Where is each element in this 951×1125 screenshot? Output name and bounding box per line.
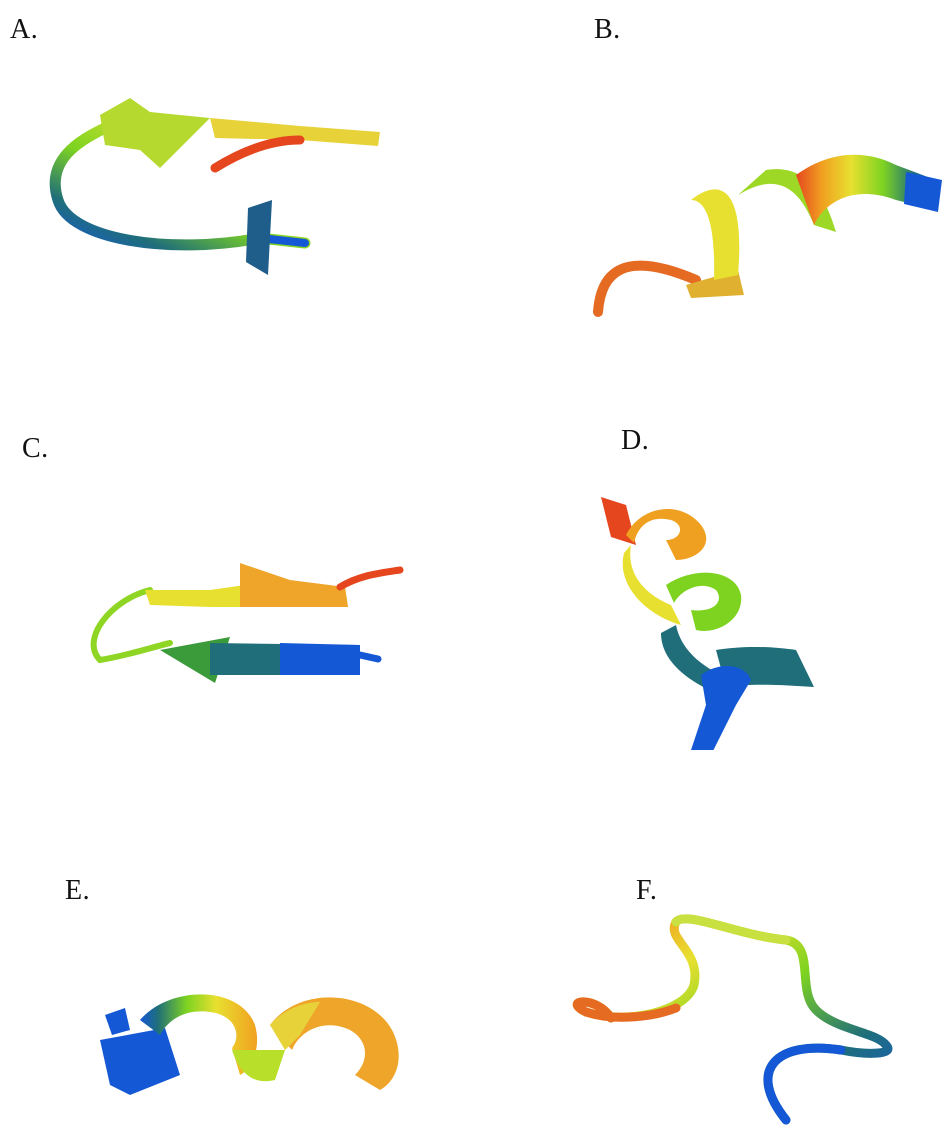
panel-e: E.	[0, 750, 475, 1125]
panel-b: B.	[476, 0, 951, 375]
panel-d: D.	[476, 375, 951, 750]
panel-e-protein-structure	[0, 750, 475, 1125]
panel-f-protein-structure	[476, 750, 951, 1125]
panel-a-protein-structure	[0, 0, 475, 375]
panel-d-protein-structure	[476, 375, 951, 750]
panel-a: A.	[0, 0, 475, 375]
panel-b-protein-structure	[476, 0, 951, 375]
panel-c-protein-structure	[0, 375, 475, 750]
panel-f: F.	[476, 750, 951, 1125]
panel-c: C.	[0, 375, 475, 750]
